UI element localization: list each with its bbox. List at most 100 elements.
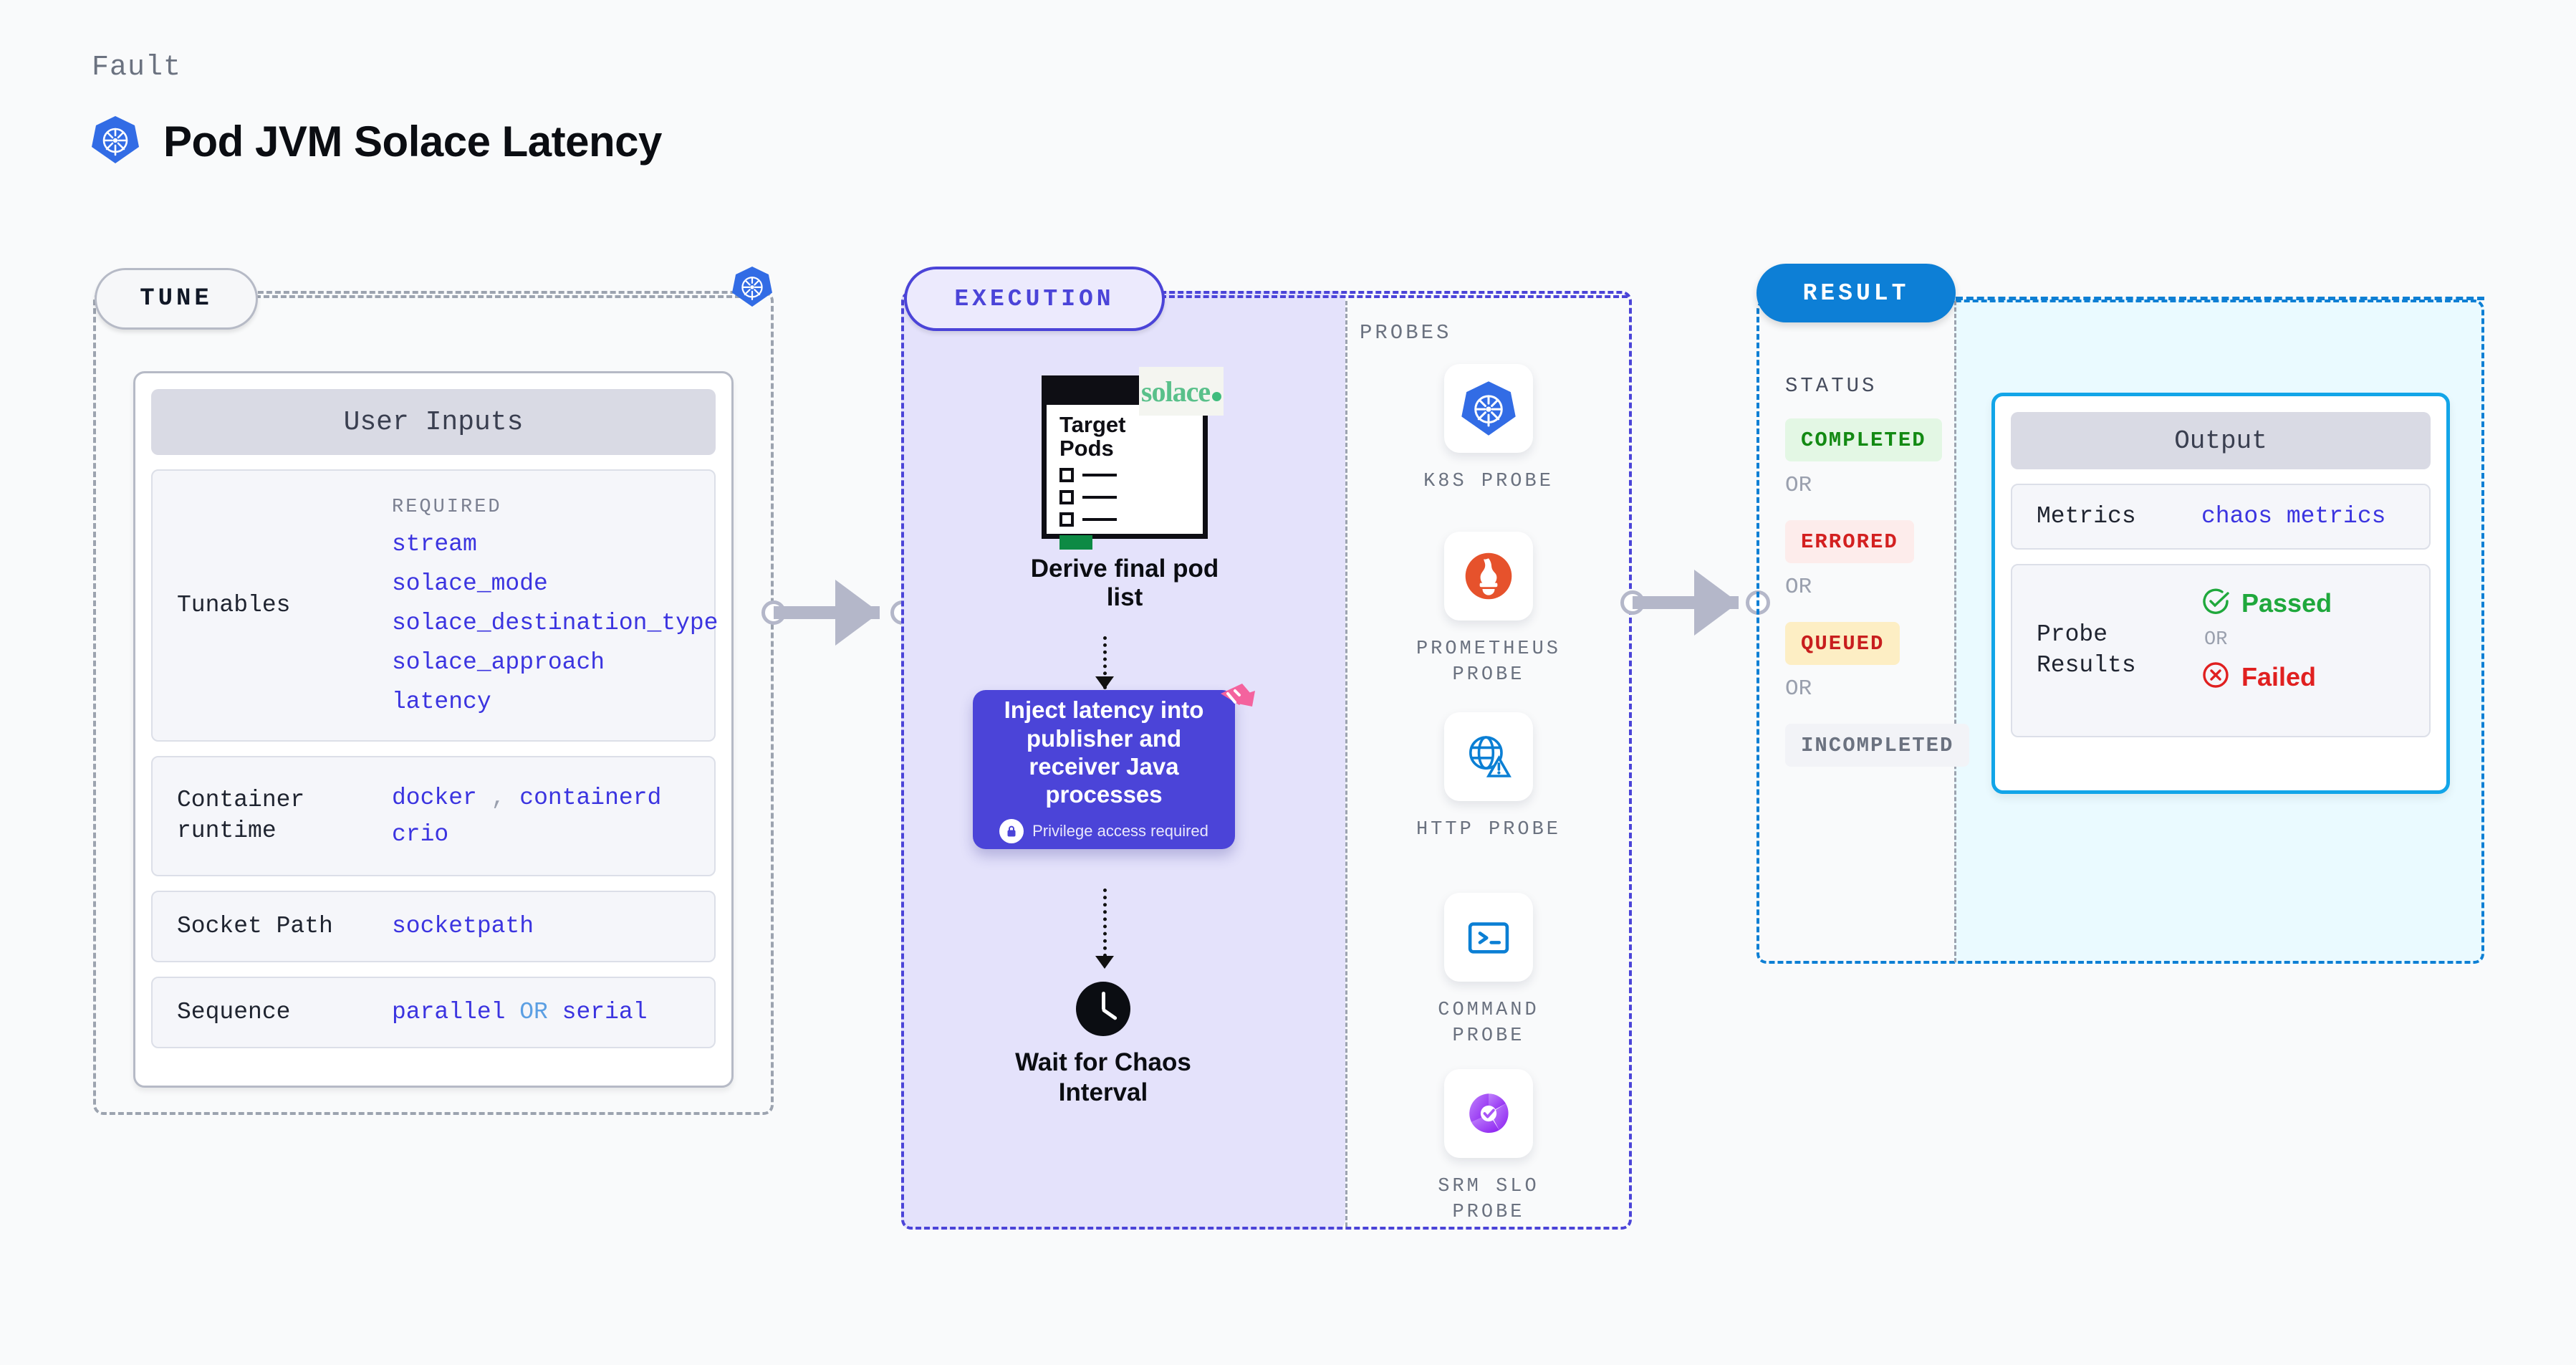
comma-separator: , [491,784,506,811]
derive-step: Target Pods Derive final pod list [1010,375,1239,612]
kubernetes-icon [1444,364,1533,453]
status-badge-incompleted: INCOMPLETED [1785,724,1970,767]
sequence-or: OR [519,999,548,1026]
status-badge-errored: ERRORED [1785,520,1914,563]
runtime-crio[interactable]: crio [392,821,449,848]
probe-label: SRM SLO PROBE [1438,1176,1539,1224]
tunable-item[interactable]: solace_approach [392,649,605,676]
page-title-row: Pod JVM Solace Latency [92,115,662,168]
tunables-key: Tunables [177,591,291,618]
derive-step-caption: Derive final pod list [1030,555,1219,611]
metrics-row: Metrics chaos metrics [2011,484,2431,550]
flow-dotted-line [1103,889,1107,957]
probe-k8s[interactable]: K8S PROBE [1403,364,1575,494]
x-circle-icon [2201,661,2230,693]
user-inputs-title: User Inputs [151,389,716,455]
user-inputs-card: User Inputs Tunables REQUIRED stream sol… [133,371,734,1088]
runtime-docker[interactable]: docker [392,784,477,811]
result-panel [1756,300,2484,964]
document-list-item [1059,490,1203,505]
probes-separator [1345,301,1347,1227]
tunable-item[interactable]: latency [392,689,491,715]
probe-label: PROMETHEUS PROBE [1416,638,1562,686]
prometheus-icon [1444,532,1533,621]
status-badge-queued: QUEUED [1785,622,1900,665]
result-stage-pill[interactable]: RESULT [1756,264,1956,322]
container-runtime-row: Container runtime docker , containerd cr… [151,756,716,876]
probe-results-values: Passed OR Failed [2201,565,2332,736]
check-circle-icon [2201,587,2230,619]
fault-eyebrow-label: Fault [92,52,182,84]
socket-path-row: Socket Path socketpath [151,891,716,962]
tunables-row: Tunables REQUIRED stream solace_mode sol… [151,469,718,742]
lock-icon [999,818,1024,843]
container-runtime-values: docker , containerd crio [392,780,661,853]
status-title: STATUS [1785,374,1878,398]
terminal-icon [1444,893,1533,982]
sequence-key: Sequence [177,998,291,1025]
chaos-ribbon-icon [1211,681,1255,725]
probe-label: HTTP PROBE [1416,819,1562,840]
srm-slo-icon [1444,1069,1533,1158]
required-label: REQUIRED [392,497,502,518]
probes-title: PROBES [1360,321,1452,345]
tunables-required-column: REQUIRED stream solace_mode solace_desti… [392,471,718,740]
tunable-item[interactable]: solace_destination_type [392,610,719,636]
metrics-key: Metrics [2037,502,2136,530]
globe-warning-icon [1444,712,1533,801]
page-title: Pod JVM Solace Latency [163,118,662,166]
inject-latency-step[interactable]: Inject latency into publisher and receiv… [973,690,1235,849]
probe-http[interactable]: HTTP PROBE [1403,712,1575,843]
document-list-item [1059,468,1203,483]
execution-dashed-connector [1160,295,1628,298]
socket-path-key: Socket Path [177,912,333,939]
probe-label: COMMAND PROBE [1438,1000,1539,1048]
status-or-label: OR [1785,473,1812,498]
inject-latency-text: Inject latency into publisher and receiv… [1004,696,1204,808]
status-badge-completed: COMPLETED [1785,418,1942,461]
sequence-parallel[interactable]: parallel [392,999,506,1026]
container-runtime-key: Container runtime [177,787,305,844]
sequence-values: parallel OR serial [392,994,648,1030]
connector-arrow-icon [835,580,880,646]
wait-step-caption: Wait for Chaos Interval [1015,1048,1191,1106]
flow-arrow-icon [1095,676,1114,689]
probe-command[interactable]: COMMAND PROBE [1403,893,1575,1050]
probe-result-passed: Passed [2201,587,2332,619]
tune-panel [93,291,774,1115]
probe-srm-slo[interactable]: SRM SLO PROBE [1403,1069,1575,1226]
probe-result-or: OR [2204,629,2228,651]
output-title: Output [2011,412,2431,469]
execution-stage-pill[interactable]: EXECUTION [904,267,1165,331]
tune-dashed-connector [255,295,749,298]
probe-prometheus[interactable]: PROMETHEUS PROBE [1403,532,1575,689]
kubernetes-icon [92,115,139,168]
connector-arrow-icon [1694,570,1739,636]
result-dashed-connector [1956,297,2484,300]
result-inner-separator [1954,301,1956,962]
probe-label: K8S PROBE [1423,471,1554,492]
privilege-note: Privilege access required [999,818,1208,843]
document-list-item [1059,512,1203,527]
tune-stage-pill[interactable]: TUNE [95,268,258,330]
status-or-label: OR [1785,676,1812,701]
socket-path-value[interactable]: socketpath [392,913,534,940]
status-or-label: OR [1785,575,1812,600]
flow-arrow-icon [1095,956,1114,969]
tunable-item[interactable]: solace_mode [392,570,548,597]
tunable-item[interactable]: stream [392,531,477,557]
solace-logo: solace [1139,367,1224,416]
kubernetes-icon [732,265,772,312]
execution-panel [901,291,1632,1230]
flow-dotted-line [1103,636,1107,689]
target-pods-document-icon: Target Pods [1042,375,1208,550]
metrics-value[interactable]: chaos metrics [2201,503,2386,530]
probe-result-failed: Failed [2201,661,2332,693]
clock-icon [1076,982,1130,1036]
document-progress-bar [1059,535,1092,550]
runtime-containerd[interactable]: containerd [519,784,662,811]
sequence-serial[interactable]: serial [562,999,648,1026]
